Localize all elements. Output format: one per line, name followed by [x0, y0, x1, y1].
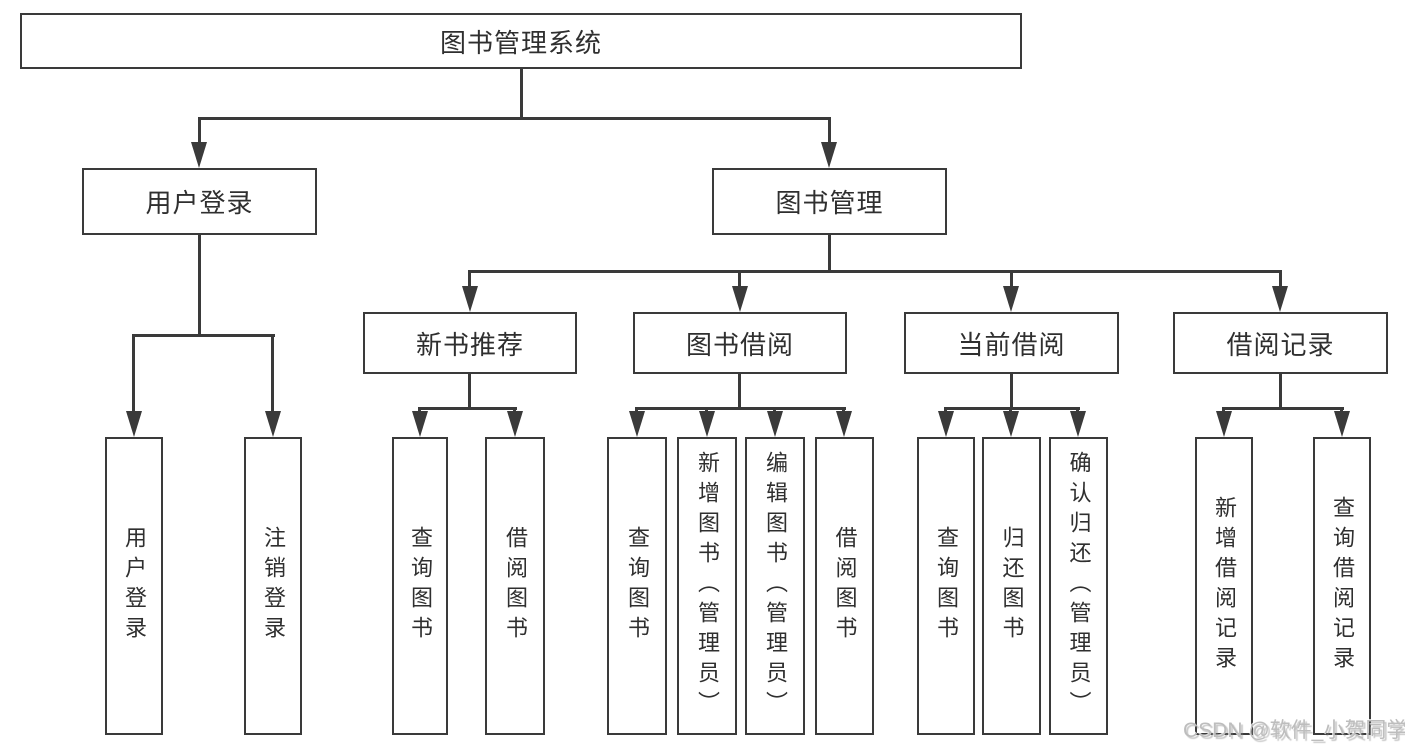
connector-current-drop2 — [1009, 407, 1012, 413]
arrowhead-records-query — [1334, 411, 1350, 437]
leaf-borrow-add-books-admin: 新增图书（管理员） — [677, 437, 737, 735]
arrowhead-records-add — [1216, 411, 1232, 437]
leaf-newbook-borrow-books: 借阅图书 — [485, 437, 545, 735]
arrowhead-user-login — [191, 142, 207, 168]
connector-bookborrow-drop1 — [635, 407, 638, 413]
arrowhead-leaf-logout — [265, 411, 281, 437]
leaf-current-return-books: 归还图书 — [982, 437, 1041, 735]
leaf-current-confirm-return-admin: 确认归还（管理员） — [1049, 437, 1108, 735]
leaf-current-return-books-label: 归还图书 — [999, 526, 1025, 646]
leaf-borrow-query-books: 查询图书 — [607, 437, 667, 735]
leaf-newbook-query-books: 查询图书 — [392, 437, 448, 735]
connector-records-drop2 — [1340, 407, 1343, 413]
connector-current-drop1 — [944, 407, 947, 413]
connector-to-leaf-logout — [271, 334, 274, 414]
leaf-records-add-record-label: 新增借阅记录 — [1212, 496, 1237, 676]
connector-current-rail — [944, 407, 1080, 410]
arrowhead-borrow-records — [1272, 286, 1288, 312]
connector-records-rail — [1222, 407, 1344, 410]
leaf-records-query-record-label: 查询借阅记录 — [1330, 496, 1355, 676]
connector-book-management-stub — [828, 234, 831, 272]
connector-to-new-book — [468, 270, 471, 290]
leaf-current-query-books: 查询图书 — [917, 437, 975, 735]
connector-newbook-rail — [419, 407, 517, 410]
connector-newbook-stub — [468, 374, 471, 408]
connector-bookborrow-rail — [635, 407, 846, 410]
arrowhead-new-book — [462, 286, 478, 312]
connector-bookborrow-drop4 — [842, 407, 845, 413]
connector-bookborrow-drop3 — [773, 407, 776, 413]
leaf-current-confirm-return-admin-label: 确认归还（管理员） — [1066, 451, 1092, 721]
leaf-logout-label: 注销登录 — [261, 526, 286, 646]
node-root-library-system: 图书管理系统 — [20, 13, 1022, 69]
leaf-newbook-borrow-books-label: 借阅图书 — [503, 526, 528, 646]
arrowhead-bookborrow-borrow — [836, 411, 852, 437]
leaf-user-login: 用户登录 — [105, 437, 163, 735]
arrowhead-leaf-user-login — [126, 411, 142, 437]
connector-newbook-drop1 — [418, 407, 421, 413]
arrowhead-bookborrow-query — [629, 411, 645, 437]
csdn-watermark: CSDN @软件_小贺同学 — [1183, 719, 1405, 742]
leaf-logout: 注销登录 — [244, 437, 302, 735]
connector-level2-rail — [198, 117, 831, 120]
node-current-borrowing: 当前借阅 — [904, 312, 1119, 374]
node-book-borrowing: 图书借阅 — [633, 312, 847, 374]
connector-to-current-borrowing — [1010, 270, 1013, 290]
leaf-user-login-label: 用户登录 — [122, 526, 147, 646]
arrowhead-newbook-borrow — [507, 411, 523, 437]
node-new-book-recommend: 新书推荐 — [363, 312, 577, 374]
connector-records-drop1 — [1222, 407, 1225, 413]
node-book-management: 图书管理 — [712, 168, 947, 235]
connector-records-stub — [1279, 374, 1282, 408]
arrowhead-bookborrow-edit — [767, 411, 783, 437]
leaf-newbook-query-books-label: 查询图书 — [408, 526, 433, 646]
leaf-borrow-edit-books-admin-label: 编辑图书（管理员） — [763, 451, 788, 721]
connector-bookborrow-drop2 — [705, 407, 708, 413]
arrowhead-current-return — [1003, 411, 1019, 437]
leaf-borrow-query-books-label: 查询图书 — [625, 526, 650, 646]
connector-newbook-drop2 — [513, 407, 516, 413]
node-user-login: 用户登录 — [82, 168, 317, 235]
arrowhead-current-confirm — [1070, 411, 1086, 437]
connector-to-borrow-records — [1279, 270, 1282, 290]
connector-to-leaf-user-login — [132, 334, 135, 414]
arrowhead-current-query — [938, 411, 954, 437]
connector-to-book-borrowing — [738, 270, 741, 290]
connector-user-login-stub — [198, 235, 201, 335]
leaf-borrow-add-books-admin-label: 新增图书（管理员） — [695, 451, 720, 721]
arrowhead-book-borrowing — [732, 286, 748, 312]
arrowhead-newbook-query — [412, 411, 428, 437]
connector-to-user-login — [198, 117, 201, 146]
leaf-borrow-borrow-books-label: 借阅图书 — [832, 526, 858, 646]
arrowhead-book-management — [821, 142, 837, 168]
connector-current-stub — [1010, 374, 1013, 408]
connector-current-drop3 — [1076, 407, 1079, 413]
connector-to-book-management — [828, 117, 831, 146]
arrowhead-current-borrowing — [1003, 286, 1019, 312]
arrowhead-bookborrow-add — [699, 411, 715, 437]
leaf-records-add-record: 新增借阅记录 — [1195, 437, 1253, 735]
leaf-borrow-edit-books-admin: 编辑图书（管理员） — [745, 437, 805, 735]
connector-level3-rail — [468, 270, 1282, 273]
leaf-records-query-record: 查询借阅记录 — [1313, 437, 1371, 735]
connector-root-stub — [520, 69, 523, 118]
connector-user-login-rail — [133, 334, 275, 337]
connector-bookborrow-stub — [738, 374, 741, 408]
leaf-current-query-books-label: 查询图书 — [934, 526, 959, 646]
leaf-borrow-borrow-books: 借阅图书 — [815, 437, 874, 735]
node-borrow-records: 借阅记录 — [1173, 312, 1388, 374]
